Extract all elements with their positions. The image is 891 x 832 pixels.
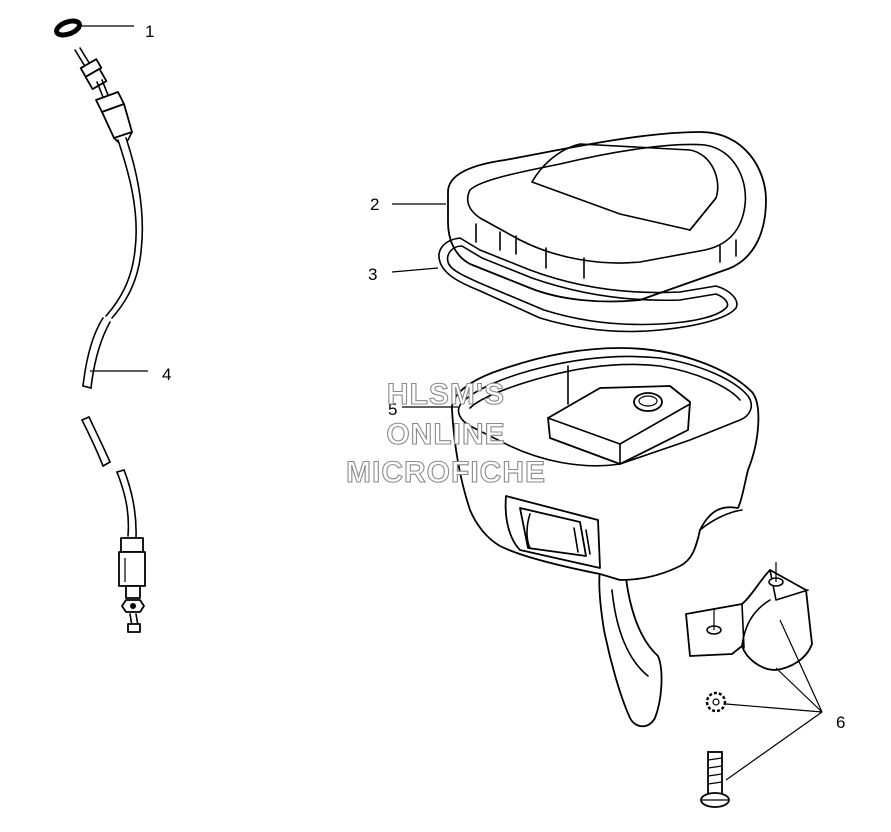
part-3-gasket	[438, 237, 738, 333]
leader-lines	[82, 25, 823, 781]
callout-6: 6	[836, 713, 845, 732]
watermark: HLSM'S ONLINE MICROFICHE	[345, 377, 546, 489]
lock-washer	[705, 691, 727, 713]
watermark-line-2: ONLINE	[386, 418, 505, 451]
callout-1: 1	[145, 22, 154, 41]
part-5-throttle-housing	[451, 347, 760, 728]
part-1-seal-ring	[54, 18, 82, 38]
callout-4: 4	[162, 365, 171, 384]
watermark-line-3: MICROFICHE	[346, 456, 546, 489]
part-6-clamp-hardware	[685, 562, 813, 808]
watermark-line-1: HLSM'S	[387, 378, 505, 411]
part-2-housing-cover	[447, 131, 767, 303]
part-4-throttle-cable	[74, 47, 146, 633]
callout-2: 2	[370, 195, 379, 214]
clamp-screw	[700, 751, 730, 808]
callout-3: 3	[368, 265, 377, 284]
callout-5: 5	[388, 400, 397, 419]
